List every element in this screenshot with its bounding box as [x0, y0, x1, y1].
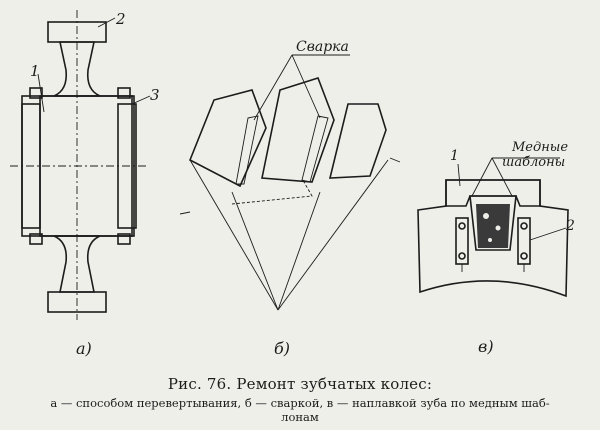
panel-c-copper-templates	[417, 157, 569, 298]
panel-c-label: в)	[478, 337, 494, 356]
panel-a-callout-2: 2	[115, 10, 126, 28]
panel-b-welded-teeth	[179, 54, 401, 311]
panel-c-annotation-line2: шаблоны	[502, 155, 565, 170]
panel-c-callout-1: 1	[450, 148, 459, 164]
panel-b-label: б)	[274, 339, 290, 358]
weld-deposit	[476, 204, 510, 248]
panel-b-weld-annotation: Сварка	[296, 39, 349, 55]
panel-a-callout-3: 3	[150, 86, 160, 104]
panel-a-label: а)	[76, 339, 92, 358]
panel-a-callout-1: 1	[30, 62, 40, 80]
figure-caption-title: Рис. 76. Ремонт зубчатых колес:	[167, 375, 433, 393]
figure-caption-description-continued: лонам	[281, 410, 319, 424]
panel-c-annotation-line1: Медные	[511, 140, 568, 155]
panel-c-callout-2: 2	[565, 218, 575, 234]
figure-caption-description: а — способом перевертывания, б — сваркой…	[50, 396, 550, 410]
panel-a-gear-section	[10, 10, 151, 320]
